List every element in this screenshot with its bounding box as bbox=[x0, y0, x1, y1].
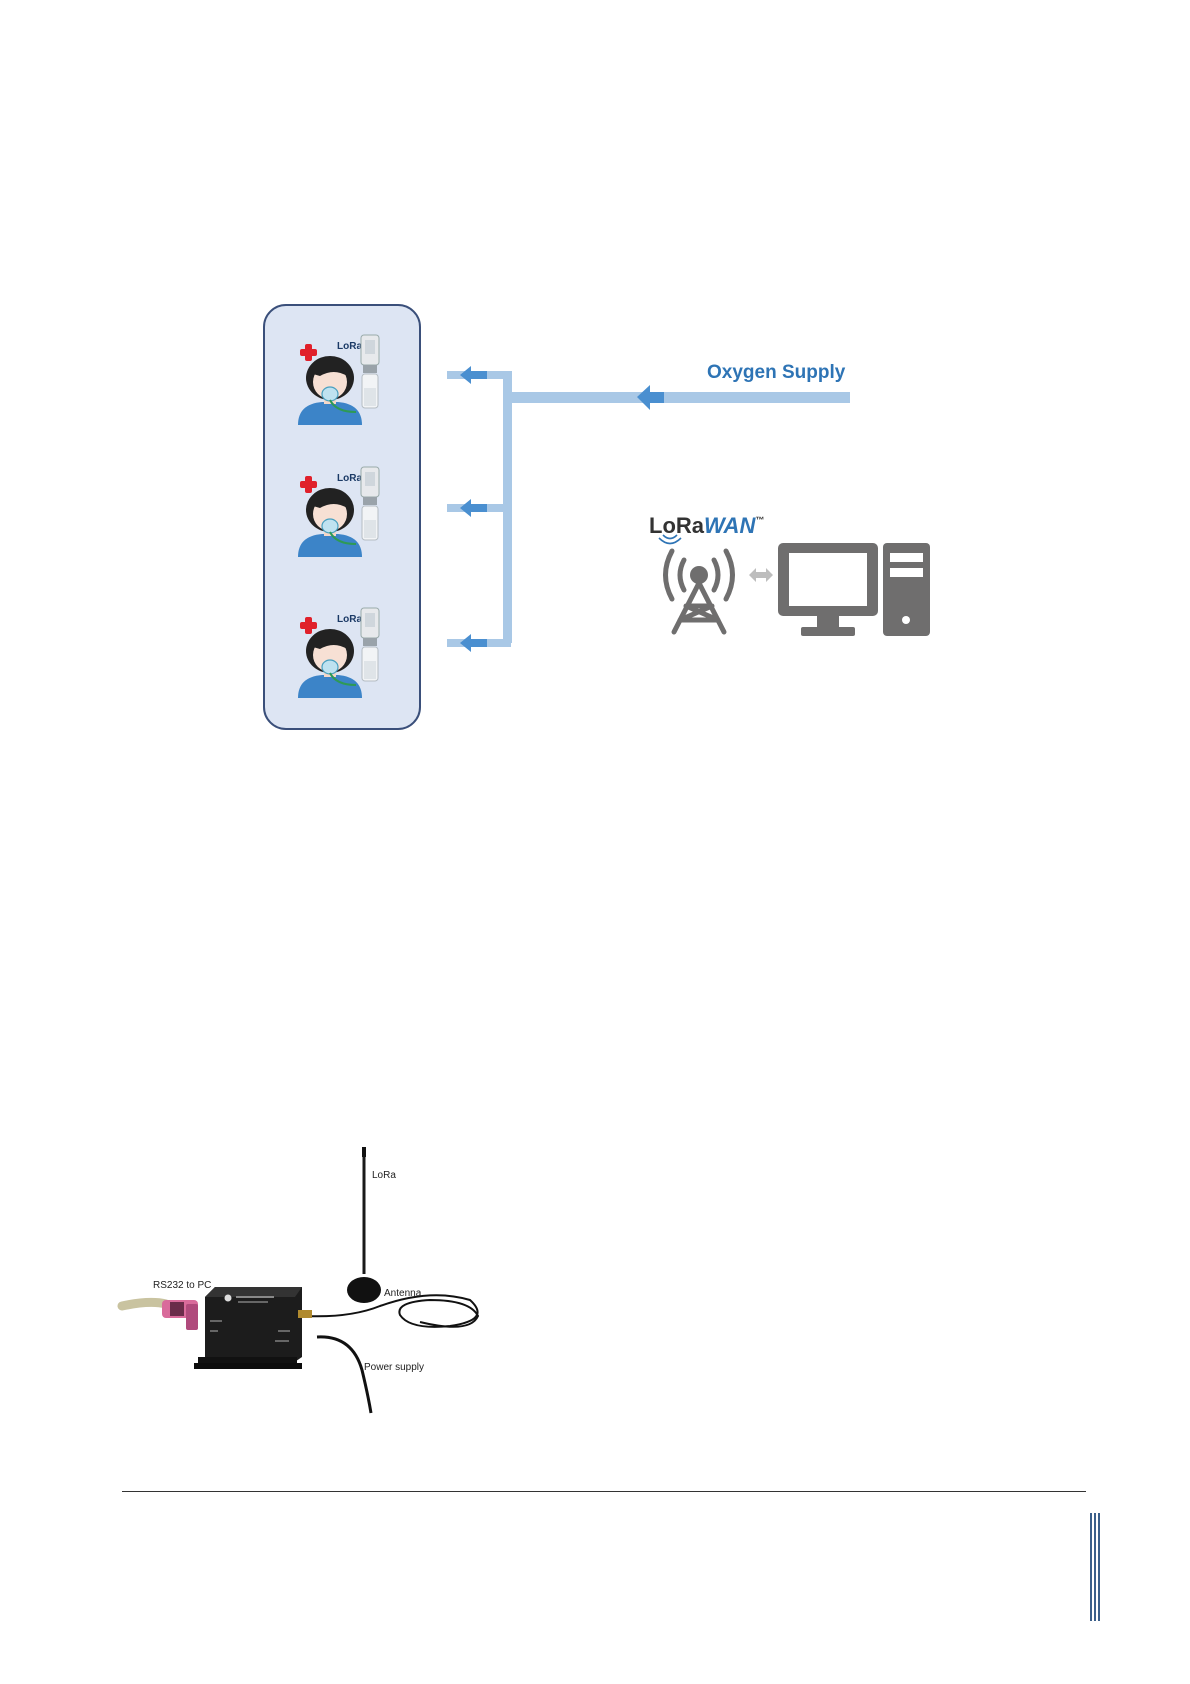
margin-bar bbox=[1094, 1513, 1096, 1621]
arrow-left-icon bbox=[460, 634, 487, 652]
oxygen-supply-label: Oxygen Supply bbox=[707, 362, 846, 383]
bidirectional-arrow-icon bbox=[749, 568, 773, 582]
rs232-label: RS232 to PC bbox=[153, 1280, 211, 1291]
power-supply-label: Power supply bbox=[364, 1362, 424, 1373]
lora-photo-label: LoRa bbox=[372, 1170, 396, 1181]
radio-tower-icon bbox=[666, 551, 733, 632]
antenna-label: Antenna bbox=[384, 1288, 422, 1299]
arrow-left-icon bbox=[460, 499, 487, 517]
monitor-icon bbox=[778, 543, 878, 636]
lora-gateway-photo: LoRa RS232 to PC Antenna Power supply bbox=[122, 1147, 478, 1413]
arrow-left-icon bbox=[460, 366, 487, 384]
pc-tower-icon bbox=[883, 543, 930, 636]
svg-text:LoRaWAN™: LoRaWAN™ bbox=[649, 513, 764, 538]
lorawan-logo: LoRaWAN™ bbox=[649, 513, 764, 544]
margin-bar bbox=[1090, 1513, 1092, 1621]
margin-bar bbox=[1098, 1513, 1100, 1621]
footer-rule bbox=[122, 1491, 1086, 1492]
arrow-left-icon bbox=[637, 385, 664, 410]
